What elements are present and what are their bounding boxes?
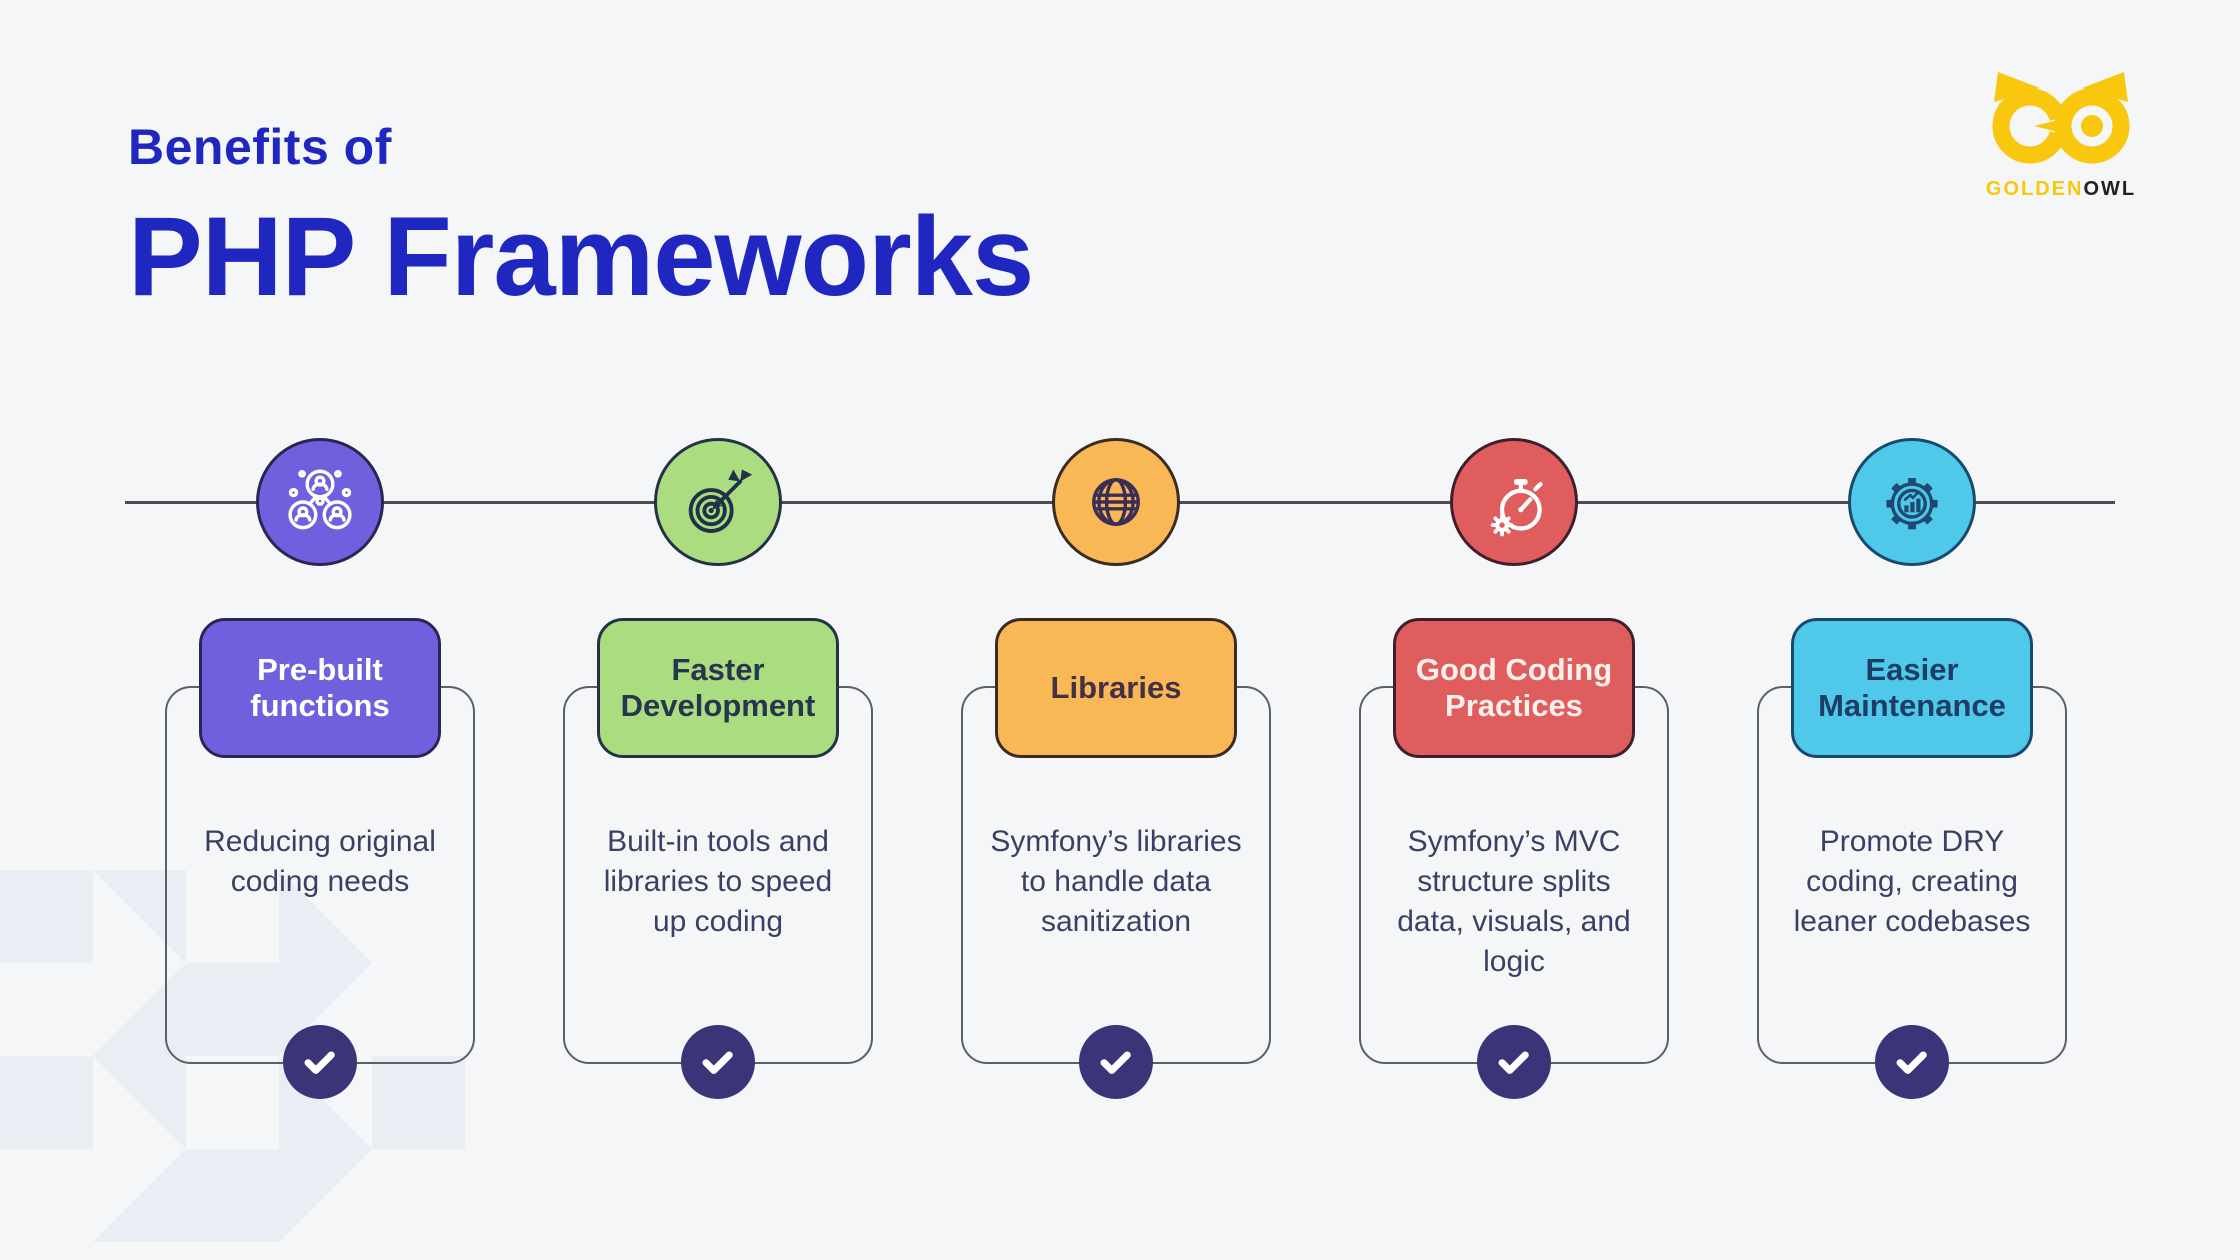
gear-chart-icon-circle [1848, 438, 1976, 566]
check-icon [1896, 1051, 1927, 1074]
target-icon-circle [654, 438, 782, 566]
logo-word-owl: OWL [2083, 178, 2137, 200]
go-logo-mark [1992, 72, 2130, 164]
check-circle [1477, 1025, 1551, 1099]
goldenowl-wordmark: GOLDENOWL [1982, 178, 2140, 201]
benefit-card-good-coding: Good Coding Practices Symfony’s MVC stru… [1359, 618, 1669, 1099]
check-circle [1079, 1025, 1153, 1099]
globe-icon [1092, 478, 1140, 526]
page-subtitle: Benefits of [128, 119, 392, 175]
check-circle [681, 1025, 755, 1099]
card-title: Easier Maintenance [1818, 652, 2006, 723]
benefit-card-faster-dev: Faster Development Built-in tools and li… [563, 618, 873, 1099]
benefit-card-prebuilt: Pre-built functions Reducing original co… [165, 618, 475, 1099]
team-icon [288, 469, 352, 530]
gear-chart-icon [1886, 478, 1938, 530]
card-body-text: Symfony’s libraries to handle data sanit… [990, 825, 1242, 938]
stopwatch-icon-circle [1450, 438, 1578, 566]
check-icon [304, 1051, 335, 1074]
card-body-text: Built-in tools and libraries to speed up… [603, 825, 833, 938]
card-title: Libraries [1050, 670, 1182, 706]
goldenowl-logo: GOLDENOWL [1982, 66, 2140, 201]
page-title: PHP Frameworks [128, 194, 1034, 319]
target-icon [688, 469, 753, 533]
benefit-card-maintenance: Easier Maintenance Promote DRY coding, c… [1757, 618, 2067, 1099]
card-title: Good Coding Practices [1415, 652, 1613, 723]
card-title-badge: Libraries [995, 618, 1237, 758]
check-circle [1875, 1025, 1949, 1099]
check-icon [1100, 1051, 1131, 1074]
check-circle [283, 1025, 357, 1099]
header: Benefits of PHP Frameworks [128, 118, 1034, 321]
card-title: Faster Development [620, 652, 816, 723]
card-body-text: Reducing original coding needs [204, 825, 436, 898]
benefit-cards-row: Pre-built functions Reducing original co… [165, 618, 2067, 1099]
card-body-text: Symfony’s MVC structure splits data, vis… [1397, 825, 1631, 978]
card-title-badge: Easier Maintenance [1791, 618, 2033, 758]
card-title-badge: Pre-built functions [199, 618, 441, 758]
logo-word-golden: GOLDEN [1985, 178, 2084, 200]
card-title: Pre-built functions [250, 652, 390, 723]
card-body-text: Promote DRY coding, creating leaner code… [1793, 825, 2031, 938]
card-title-badge: Good Coding Practices [1393, 618, 1635, 758]
check-icon [702, 1051, 733, 1074]
globe-icon-circle [1052, 438, 1180, 566]
team-icon-circle [256, 438, 384, 566]
check-icon [1498, 1051, 1529, 1074]
card-title-badge: Faster Development [597, 618, 839, 758]
benefit-card-libraries: Libraries Symfony’s libraries to handle … [961, 618, 1271, 1099]
stopwatch-gear-icon [1490, 478, 1543, 537]
